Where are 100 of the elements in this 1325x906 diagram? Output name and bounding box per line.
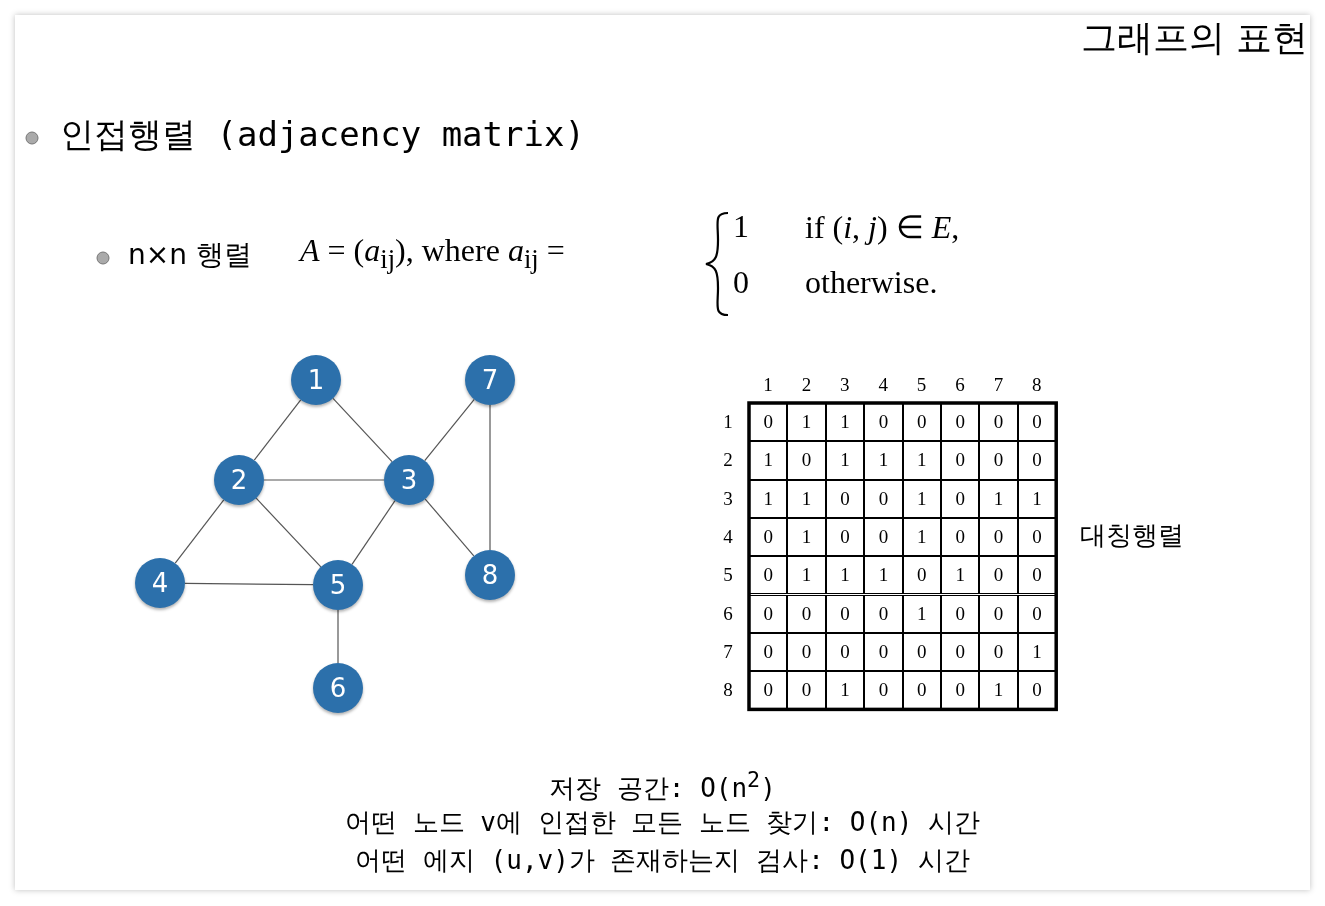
matrix-cell: 0 [825, 479, 865, 518]
matrix-cell: 1 [1017, 632, 1057, 672]
matrix-cell: 0 [749, 632, 788, 672]
matrix-cell: 0 [749, 671, 788, 710]
matrix-cell: 0 [787, 594, 826, 633]
bullet-text: n×n 행렬 [128, 237, 252, 273]
matrix-cell: 0 [749, 594, 788, 633]
matrix-cell: 0 [979, 594, 1018, 633]
matrix-cell: 0 [749, 517, 788, 557]
matrix-cell: 0 [1017, 594, 1057, 633]
matrix-cell: 0 [825, 632, 865, 672]
formula-text: otherwise. [805, 264, 938, 301]
matrix-cell: 0 [825, 517, 865, 557]
formula-text: 0 [733, 264, 749, 301]
complexity-note: 저장 공간: O(n$^{2}$) [548, 767, 777, 805]
matrix-cell: 0 [749, 556, 788, 595]
matrix-cell: 1 [902, 517, 941, 557]
column-header: 7 [992, 374, 1005, 396]
matrix-cell: 0 [941, 632, 980, 672]
matrix-cell: 1 [787, 479, 826, 518]
matrix-cell: 0 [787, 632, 826, 672]
graph-edge [263, 479, 385, 481]
matrix-cell: 0 [1017, 517, 1057, 557]
column-header: 5 [915, 374, 928, 396]
matrix-cell: 0 [864, 632, 903, 672]
matrix-cell: 1 [787, 517, 826, 557]
matrix-cell: 0 [979, 441, 1018, 480]
matrix-cell: 0 [902, 403, 941, 442]
column-header: 6 [954, 374, 966, 396]
matrix-cell: 0 [1017, 403, 1057, 442]
row-header: 4 [722, 525, 734, 548]
matrix-note: 대칭행렬 [1080, 519, 1184, 552]
matrix-cell: 1 [825, 403, 865, 442]
complexity-note: 어떤 노드 v에 인접한 모든 노드 찾기: O(n) 시간 [343, 806, 982, 839]
matrix-cell: 1 [902, 594, 941, 633]
matrix-cell: 1 [749, 441, 788, 480]
matrix-cell: 0 [1017, 441, 1057, 480]
matrix-cell: 1 [787, 403, 826, 442]
matrix-cell: 0 [902, 632, 941, 672]
matrix-cell: 1 [825, 441, 865, 480]
graph-edge [351, 500, 396, 565]
graph-edge [424, 498, 475, 557]
matrix-cell: 0 [902, 556, 941, 595]
matrix-cell: 0 [941, 594, 980, 633]
column-header: 8 [1031, 374, 1043, 396]
graph-edge [424, 398, 475, 462]
matrix-cell: 1 [825, 556, 865, 595]
matrix-cell: 0 [864, 517, 903, 557]
graph-edge [255, 497, 322, 568]
matrix-cell: 0 [979, 556, 1018, 595]
matrix-cell: 0 [941, 479, 980, 518]
matrix-cell: 0 [941, 403, 980, 442]
matrix-cell: 0 [787, 441, 826, 480]
matrix-cell: 1 [941, 556, 980, 595]
heading-text: 인접행렬 (adjacency matrix) [60, 113, 585, 156]
graph-edge [174, 499, 225, 564]
matrix-cell: 0 [1017, 556, 1057, 595]
graph-edge [337, 609, 339, 664]
matrix-cell: 0 [864, 594, 903, 633]
matrix-cell: 1 [1017, 479, 1057, 518]
complexity-note: 어떤 에지 (u,v)가 존재하는지 검사: O(1) 시간 [354, 844, 971, 877]
matrix-cell: 0 [825, 594, 865, 633]
matrix-cell: 1 [864, 556, 903, 595]
matrix-cell: 0 [787, 671, 826, 710]
column-header: 1 [762, 374, 774, 396]
matrix-cell: 0 [979, 403, 1018, 442]
formula-text: A = (a$_{ij}$), where a$_{ij}$ = [300, 232, 565, 276]
column-header: 4 [877, 374, 889, 396]
graph-edge [253, 399, 302, 461]
matrix-cell: 0 [864, 671, 903, 710]
matrix-cell: 1 [787, 556, 826, 595]
matrix-cell: 0 [1017, 671, 1057, 710]
column-header: 2 [800, 374, 813, 396]
matrix-cell: 0 [979, 632, 1018, 672]
row-header: 8 [722, 679, 734, 702]
graph-edge [184, 582, 314, 586]
matrix-cell: 0 [941, 671, 980, 710]
slide-title: 그래프의 표현 [1080, 16, 1308, 60]
matrix-cell: 0 [941, 517, 980, 557]
matrix-cell: 0 [941, 441, 980, 480]
matrix-cell: 0 [902, 671, 941, 710]
graph-edge [489, 404, 491, 551]
column-header: 3 [839, 374, 851, 396]
row-header: 1 [722, 411, 734, 433]
matrix-cell: 1 [902, 479, 941, 518]
matrix-cell: 0 [749, 403, 788, 442]
matrix-cell: 1 [979, 479, 1018, 518]
formula-text: if (i, j) ∈ E, [805, 208, 960, 246]
matrix-cell: 0 [864, 479, 903, 518]
matrix-cell: 1 [902, 441, 941, 480]
formula-text: 1 [733, 208, 749, 245]
row-header: 5 [722, 564, 734, 587]
row-header: 7 [722, 640, 734, 663]
matrix-cell: 1 [864, 441, 903, 480]
matrix-cell: 0 [979, 517, 1018, 557]
matrix-cell: 1 [979, 671, 1018, 710]
graph-edge [332, 397, 393, 463]
row-header: 6 [722, 602, 734, 625]
row-header: 3 [722, 487, 734, 510]
matrix-cell: 0 [864, 403, 903, 442]
